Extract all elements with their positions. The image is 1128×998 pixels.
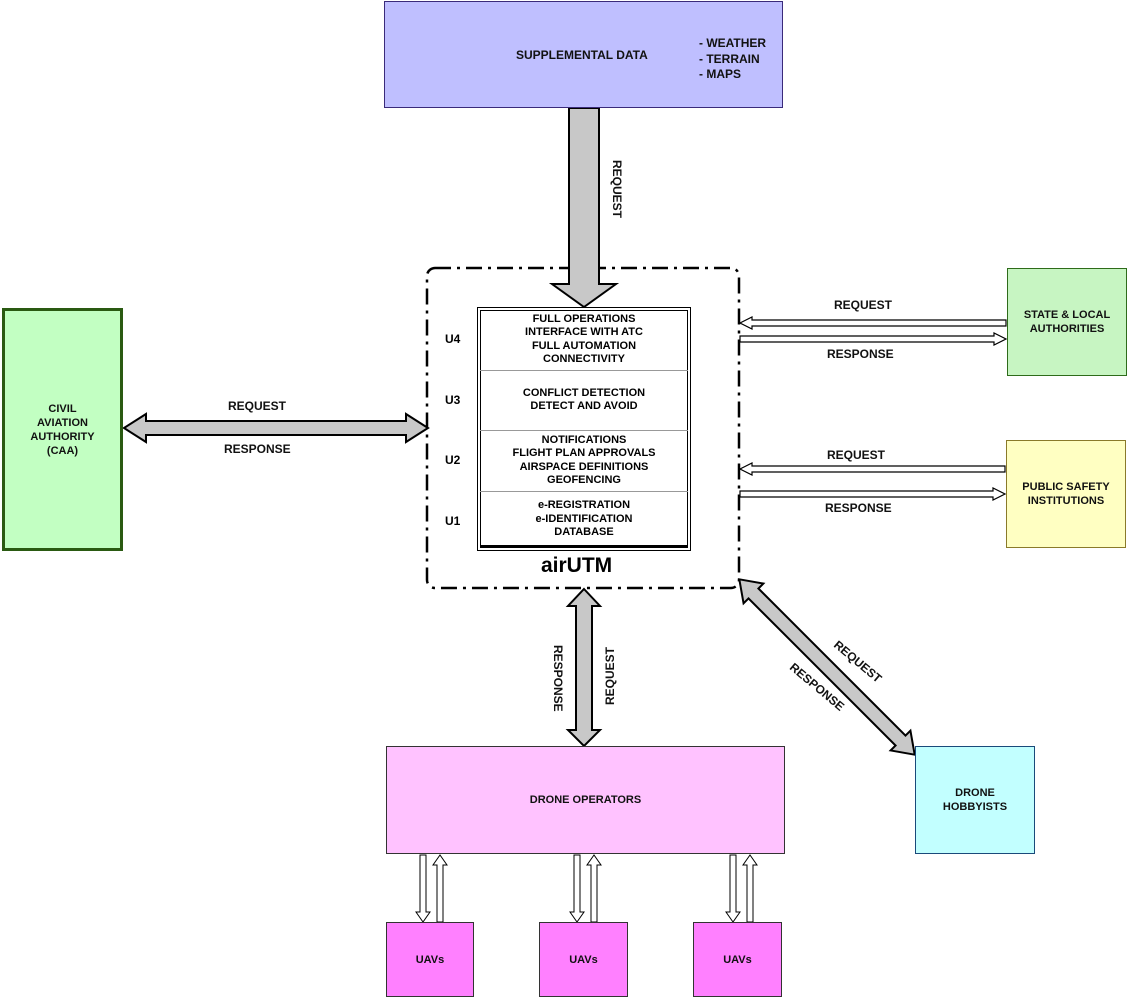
operators-request-label: REQUEST — [603, 646, 617, 705]
uav-box-2: UAVs — [539, 922, 628, 997]
tier-u1-label: U1 — [445, 514, 461, 528]
uav-box-3: UAVs — [693, 922, 782, 997]
tier-u3-label: U3 — [445, 393, 461, 407]
airutm-title: airUTM — [541, 554, 613, 577]
supplemental-request-label: REQUEST — [610, 160, 624, 219]
state-request-label: REQUEST — [834, 298, 893, 312]
uav-arrows-2 — [569, 854, 602, 923]
caa-box: CIVIL AVIATION AUTHORITY (CAA) — [2, 308, 123, 551]
supplemental-data-items: - WEATHER - TERRAIN - MAPS — [699, 36, 767, 81]
uav-arrows-3 — [725, 854, 758, 923]
caa-response-label: RESPONSE — [224, 442, 291, 456]
caa-double-arrow — [122, 412, 430, 444]
caa-request-label: REQUEST — [228, 399, 287, 413]
state-local-authorities-box: STATE & LOCAL AUTHORITIES — [1007, 268, 1127, 376]
tier-u1-features: e-REGISTRATION e-IDENTIFICATION DATABASE — [480, 491, 688, 547]
supplemental-data-title: SUPPLEMENTAL DATA — [516, 48, 648, 62]
operators-response-label: RESPONSE — [551, 645, 565, 712]
public-safety-response-label: RESPONSE — [825, 501, 892, 515]
supplemental-request-arrow — [548, 107, 620, 309]
tier-u3-features: CONFLICT DETECTION DETECT AND AVOID — [480, 370, 688, 429]
tier-u2-label: U2 — [445, 453, 461, 467]
drone-operators-box: DRONE OPERATORS — [386, 746, 785, 854]
tier-u4-features: FULL OPERATIONS INTERFACE WITH ATC FULL … — [525, 312, 643, 366]
uav-box-1: UAVs — [386, 922, 474, 997]
tier-u2-features: NOTIFICATIONS FLIGHT PLAN APPROVALS AIRS… — [480, 430, 688, 490]
state-response-arrow — [739, 332, 1008, 346]
operators-double-arrow — [565, 587, 603, 748]
state-response-label: RESPONSE — [827, 347, 894, 361]
tier-u4-label: U4 — [445, 332, 461, 346]
uav-arrows-1 — [415, 854, 448, 923]
drone-hobbyists-box: DRONE HOBBYISTS — [915, 746, 1035, 854]
airutm-tiers-table — [477, 307, 691, 551]
public-safety-request-label: REQUEST — [827, 448, 886, 462]
supplemental-data-box: SUPPLEMENTAL DATA - WEATHER - TERRAIN - … — [384, 1, 783, 108]
public-safety-response-arrow — [739, 487, 1007, 501]
hobbyists-double-arrow — [738, 578, 916, 756]
public-safety-institutions-box: PUBLIC SAFETY INSTITUTIONS — [1006, 440, 1126, 548]
state-request-arrow — [738, 316, 1007, 330]
public-safety-request-arrow — [738, 462, 1006, 476]
